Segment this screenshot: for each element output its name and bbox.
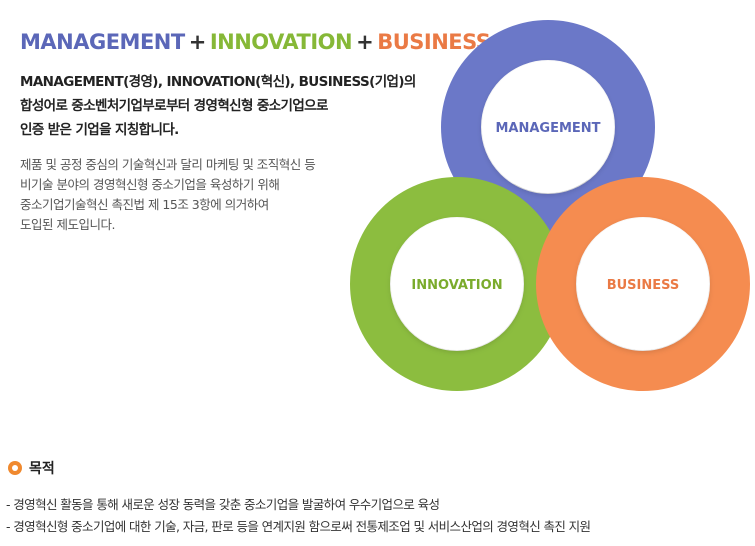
management-ring bbox=[441, 20, 655, 234]
purpose-heading: 목적 bbox=[8, 458, 55, 478]
lead-line: MANAGEMENT(경영), INNOVATION(혁신), BUSINESS… bbox=[20, 74, 416, 90]
business-label: BUSINESS bbox=[607, 278, 680, 293]
business-ring bbox=[536, 177, 750, 391]
description-line: 비기술 분야의 경영혁신형 중소기업을 육성하기 위해 bbox=[20, 177, 280, 192]
innovation-disc bbox=[391, 218, 523, 350]
management-label: MANAGEMENT bbox=[495, 121, 600, 136]
lead-line: 인증 받은 기업을 지칭합니다. bbox=[20, 122, 179, 138]
list-item: - 경영혁신형 중소기업에 대한 기술, 자금, 판로 등을 연계지원 함으로써… bbox=[6, 519, 591, 534]
page-title: MANAGEMENT+INNOVATION+BUSINESS bbox=[20, 30, 491, 54]
bullet-circle-icon bbox=[8, 461, 22, 475]
description-line: 중소기업기술혁신 촉진법 제 15조 3항에 의거하여 bbox=[20, 197, 269, 212]
description-paragraph: 제품 및 공정 중심의 기술혁신과 달리 마케팅 및 조직혁신 등 비기술 분야… bbox=[20, 155, 380, 235]
title-business: BUSINESS bbox=[377, 30, 491, 54]
venn-ring-diagram: MANAGEMENT INNOVATION BUSINESS bbox=[350, 20, 750, 391]
title-plus: + bbox=[356, 30, 374, 54]
title-innovation: INNOVATION bbox=[209, 30, 353, 54]
purpose-list: - 경영혁신 활동을 통해 새로운 성장 동력을 갖춘 중소기업을 발굴하여 우… bbox=[6, 494, 591, 538]
innovation-label: INNOVATION bbox=[411, 278, 502, 293]
description-line: 제품 및 공정 중심의 기술혁신과 달리 마케팅 및 조직혁신 등 bbox=[20, 157, 316, 172]
title-management: MANAGEMENT bbox=[20, 30, 185, 54]
title-plus: + bbox=[188, 30, 207, 54]
description-line: 도입된 제도입니다. bbox=[20, 217, 115, 232]
list-item: - 경영혁신 활동을 통해 새로운 성장 동력을 갖춘 중소기업을 발굴하여 우… bbox=[6, 497, 440, 512]
purpose-heading-label: 목적 bbox=[29, 461, 55, 477]
management-disc bbox=[482, 61, 614, 193]
business-disc bbox=[577, 218, 709, 350]
lead-paragraph: MANAGEMENT(경영), INNOVATION(혁신), BUSINESS… bbox=[20, 70, 440, 142]
lead-line: 합성어로 중소벤처기업부로부터 경영혁신형 중소기업으로 bbox=[20, 98, 328, 114]
